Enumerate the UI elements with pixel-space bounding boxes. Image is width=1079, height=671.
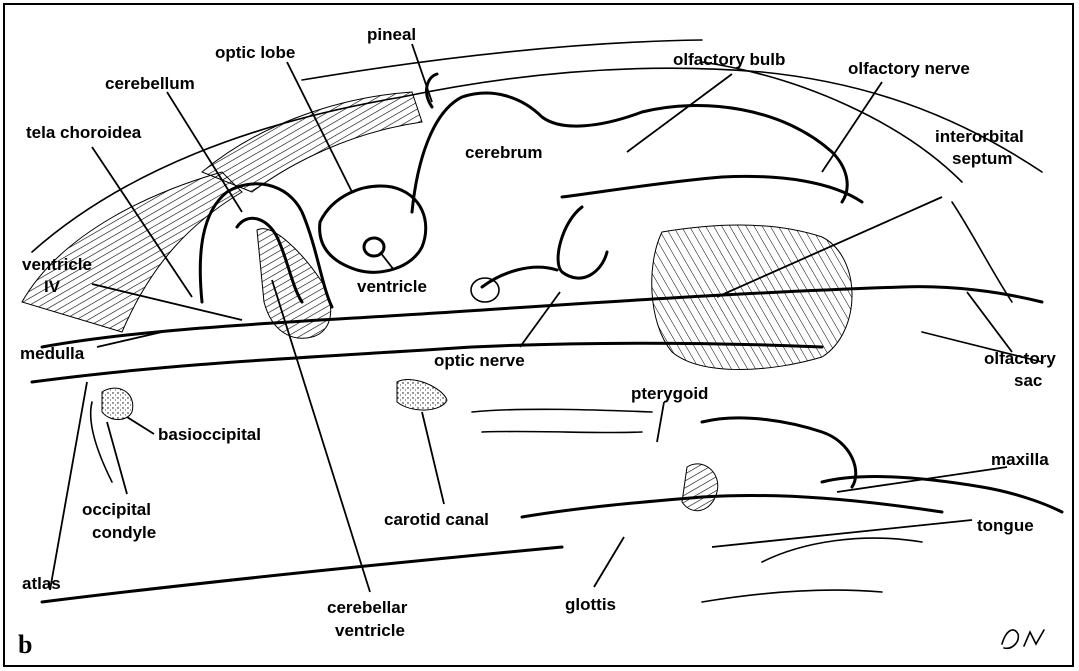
label-medulla: medulla bbox=[20, 344, 85, 363]
label-olfactory-nerve: olfactory nerve bbox=[848, 59, 970, 78]
label-ventricle-iv-2: IV bbox=[44, 277, 61, 296]
anatomy-diagram: pineal optic lobe olfactory bulb olfacto… bbox=[5, 5, 1074, 667]
label-septum: septum bbox=[952, 149, 1012, 168]
label-cerebrum: cerebrum bbox=[465, 143, 542, 162]
label-optic-lobe: optic lobe bbox=[215, 43, 295, 62]
hatched-regions bbox=[22, 92, 852, 511]
label-tongue: tongue bbox=[977, 516, 1034, 535]
label-optic-nerve: optic nerve bbox=[434, 351, 525, 370]
label-condyle: condyle bbox=[92, 523, 156, 542]
label-ventricle-iv-1: ventricle bbox=[22, 255, 92, 274]
label-pterygoid: pterygoid bbox=[631, 384, 708, 403]
label-cerebellar: cerebellar bbox=[327, 598, 408, 617]
label-cerebellar-ventricle: ventricle bbox=[335, 621, 405, 640]
label-carotid-canal: carotid canal bbox=[384, 510, 489, 529]
label-olfactory-sac-2: sac bbox=[1014, 371, 1042, 390]
label-ventricle: ventricle bbox=[357, 277, 427, 296]
label-pineal: pineal bbox=[367, 25, 416, 44]
panel-letter: b bbox=[18, 630, 32, 659]
label-interorbital: interorbital bbox=[935, 127, 1024, 146]
label-cerebellum: cerebellum bbox=[105, 74, 195, 93]
diagram-frame: pineal optic lobe olfactory bulb olfacto… bbox=[3, 3, 1074, 667]
label-maxilla: maxilla bbox=[991, 450, 1049, 469]
label-atlas: atlas bbox=[22, 574, 61, 593]
label-olfactory-sac-1: olfactory bbox=[984, 349, 1056, 368]
label-basioccipital: basioccipital bbox=[158, 425, 261, 444]
label-tela-choroidea: tela choroidea bbox=[26, 123, 142, 142]
label-glottis: glottis bbox=[565, 595, 616, 614]
artist-signature bbox=[1002, 630, 1044, 648]
label-occipital: occipital bbox=[82, 500, 151, 519]
label-olfactory-bulb: olfactory bulb bbox=[673, 50, 785, 69]
leader-lines bbox=[50, 44, 1012, 592]
brain-outline bbox=[32, 74, 1062, 602]
